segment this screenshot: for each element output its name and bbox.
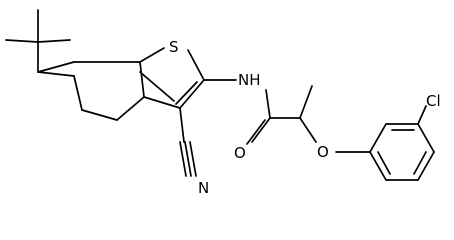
tert-butyl-group [5, 9, 75, 73]
nitrile-nitrogen-label: N [198, 179, 209, 197]
amide-nh-label: NH [238, 71, 261, 89]
propanoyl-chain [269, 85, 317, 143]
cyclohexane-ring [37, 61, 145, 121]
carbonyl-oxygen-label: O [234, 144, 246, 162]
molecule-diagram: S NH O O Cl N [5, 9, 441, 197]
sulfur-label: S [169, 38, 179, 56]
amide-linkage [203, 79, 271, 145]
chlorine-label: Cl [426, 92, 441, 110]
structure-drawing: S NH O O Cl N [5, 9, 441, 197]
thiophene-ring [139, 47, 205, 109]
chlorophenyl-ring [335, 105, 435, 181]
ether-oxygen-label: O [317, 143, 329, 161]
nitrile-group [179, 107, 197, 177]
